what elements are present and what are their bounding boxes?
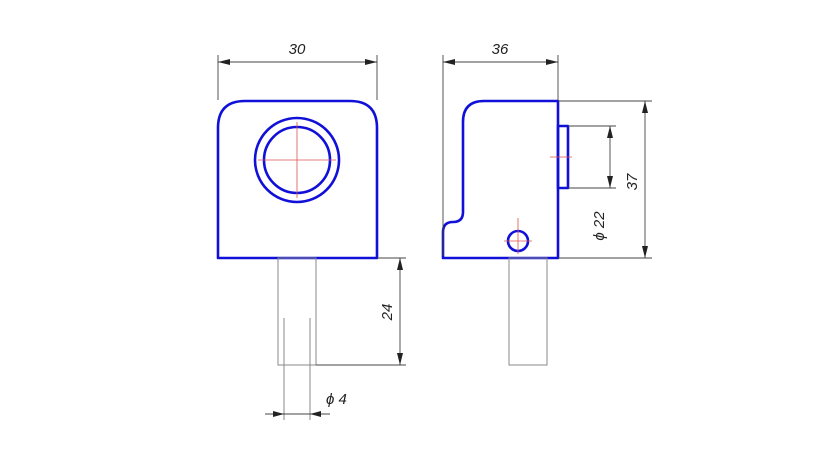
side-view-body-outline bbox=[441, 99, 560, 260]
dimension-shaft-length: 24 bbox=[316, 257, 406, 366]
dimension-label-hole-diameter: ϕ 22 bbox=[591, 211, 608, 241]
dimension-label-shaft-length: 24 bbox=[379, 304, 396, 322]
dimension-hole-diameter: ϕ 22 bbox=[568, 125, 616, 241]
dimension-overall-height: 37 bbox=[558, 100, 652, 259]
dimension-label-shaft-diameter: ϕ 4 bbox=[326, 391, 347, 408]
dimension-label-front-width: 30 bbox=[289, 41, 306, 58]
front-view-body-outline bbox=[216, 99, 379, 260]
dimension-side-width: 36 bbox=[442, 41, 559, 256]
dimension-shaft-diameter: ϕ 4 bbox=[265, 391, 347, 417]
side-view-shaft bbox=[508, 257, 548, 366]
front-view-shaft bbox=[277, 257, 317, 366]
side-view bbox=[441, 99, 572, 366]
front-view bbox=[216, 99, 379, 420]
front-view-outer-boss bbox=[253, 116, 341, 204]
dimension-label-side-width: 36 bbox=[492, 41, 509, 58]
dimension-label-overall-height: 37 bbox=[624, 173, 641, 190]
dimension-front-width: 30 bbox=[217, 41, 378, 100]
